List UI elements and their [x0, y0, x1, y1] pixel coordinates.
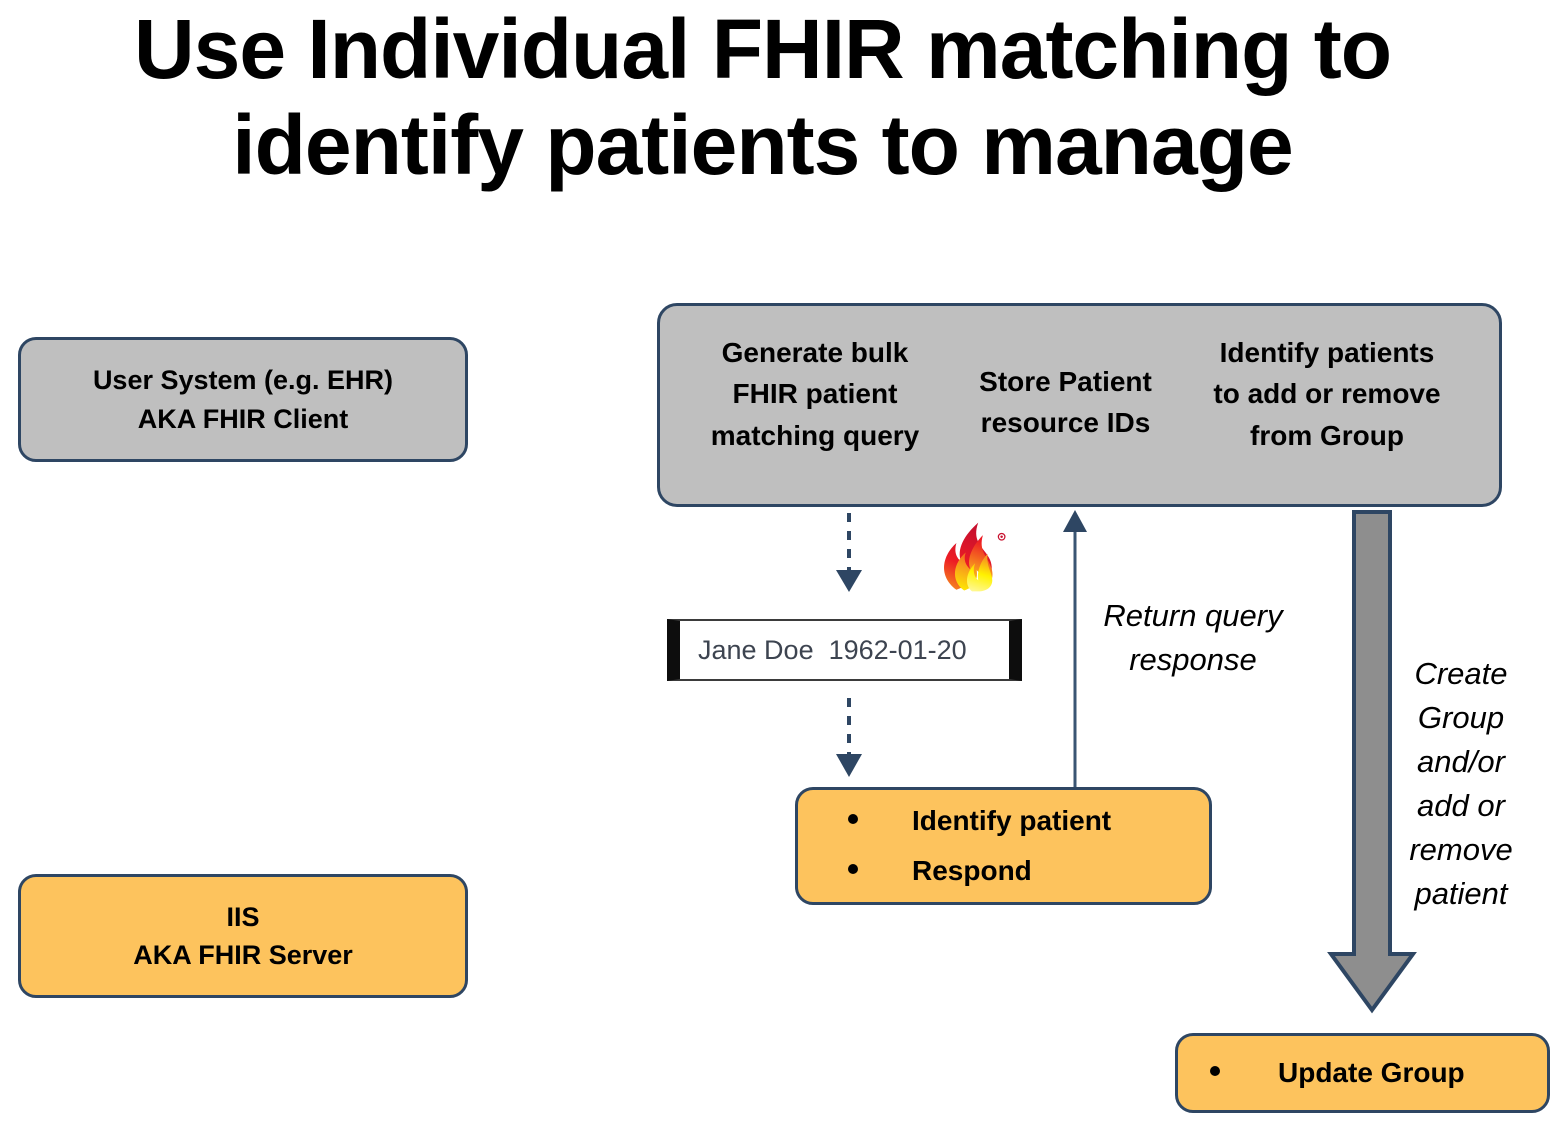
list-item: Update Group	[1210, 1048, 1547, 1098]
patient-record-field[interactable]: Jane Doe 1962-01-20	[667, 619, 1022, 681]
user-system-label: User System (e.g. EHR) AKA FHIR Client	[92, 365, 394, 434]
server-actions-box[interactable]: Identify patient Respond	[795, 787, 1212, 905]
arrow-query-to-record	[836, 513, 862, 592]
arrow-record-to-server	[836, 698, 862, 777]
list-item: Identify patient	[848, 796, 1209, 846]
bullet-icon	[848, 864, 858, 874]
iis-box[interactable]: IIS AKA FHIR Server	[18, 874, 468, 998]
bullet-icon	[1210, 1065, 1220, 1076]
list-item: Respond	[848, 846, 1209, 896]
group-action-label: Update Group	[1278, 1056, 1465, 1088]
patient-record-text: Jane Doe 1962-01-20	[698, 634, 967, 665]
iis-label: IIS AKA FHIR Server	[133, 901, 353, 970]
group-action-box[interactable]: Update Group	[1175, 1033, 1550, 1113]
bullet-icon	[848, 813, 858, 824]
fhir-flame-icon	[944, 522, 1006, 592]
process-band[interactable]: Generate bulk FHIR patient matching quer…	[657, 303, 1502, 507]
user-system-box[interactable]: User System (e.g. EHR) AKA FHIR Client	[18, 337, 468, 462]
server-action-label: Identify patient	[912, 804, 1112, 836]
annotation-create-group: Create Group and/or add or remove patien…	[1409, 656, 1513, 912]
server-action-label: Respond	[912, 855, 1032, 886]
page-title: Use Individual FHIR matching to identify…	[133, 2, 1392, 192]
process-step-store: Store Patient resource IDs	[979, 366, 1152, 439]
process-step-generate: Generate bulk FHIR patient matching quer…	[710, 337, 920, 451]
annotation-return-query: Return query response	[1103, 598, 1283, 678]
process-step-identify: Identify patients to add or remove from …	[1213, 337, 1441, 451]
